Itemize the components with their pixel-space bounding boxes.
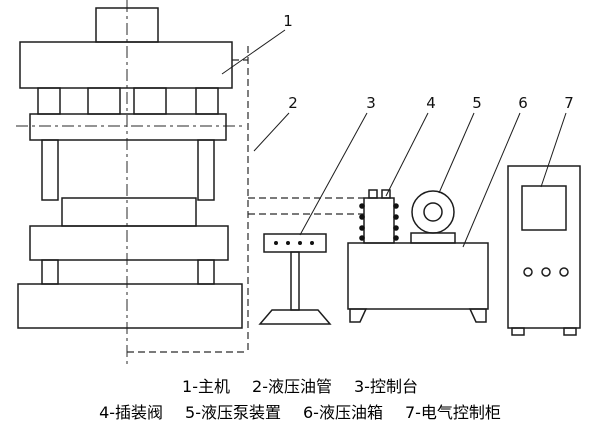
legend-item-3: 3-控制台 (353, 377, 418, 396)
leader-2 (253, 112, 290, 152)
leader-4 (385, 112, 429, 197)
press-ram-right (133, 87, 167, 115)
cabinet-button-icon (523, 267, 533, 277)
callout-number-7: 7 (564, 94, 574, 112)
press-right-column (197, 139, 215, 201)
cabinet-button-icon (541, 267, 551, 277)
main-press-drawing (17, 7, 243, 329)
callout-leaders (221, 29, 567, 248)
legend-item-7: 7-电气控制柜 (404, 403, 501, 422)
cabinet-right-foot (563, 327, 577, 336)
legend-item-2: 2-液压油管 (252, 377, 332, 396)
press-ram-left (87, 87, 121, 115)
valve-port-icon (359, 225, 365, 231)
tank-left-foot (349, 308, 368, 323)
press-mid-beam (29, 113, 227, 141)
electric-cabinet-drawing (507, 165, 581, 336)
console-button-icon (274, 241, 278, 245)
press-left-column (41, 139, 59, 201)
legend-line-2: 4-插装阀 5-液压泵装置 6-液压油箱 7-电气控制柜 (0, 400, 600, 426)
hydraulic-pipes (127, 46, 364, 353)
valve-port-icon (393, 203, 399, 209)
centerlines (16, 0, 242, 368)
legend-item-1: 1-主机 (182, 377, 231, 396)
valve-port-icon (359, 235, 365, 241)
callout-numbers: 1 2 3 4 5 6 7 (283, 12, 574, 112)
cabinet-screen (521, 185, 567, 231)
pump-base (410, 232, 456, 244)
press-moving-platen (61, 197, 197, 227)
valve-top-fitting (381, 189, 391, 199)
press-left-column-lower (41, 259, 59, 285)
leader-5 (438, 112, 475, 194)
valve-block-drawing (359, 189, 399, 244)
control-console-drawing (258, 233, 332, 325)
oil-tank-drawing (347, 242, 489, 323)
console-stem (290, 251, 300, 311)
valve-port-icon (359, 214, 365, 220)
callout-number-3: 3 (366, 94, 376, 112)
callout-number-6: 6 (518, 94, 528, 112)
callout-number-4: 4 (426, 94, 436, 112)
pump-motor-inner (423, 202, 443, 222)
pump-motor-outer (411, 190, 455, 234)
pump-drawing (410, 190, 456, 244)
valve-top-fitting (368, 189, 378, 199)
callout-number-1: 1 (283, 12, 293, 30)
cabinet-button-icon (559, 267, 569, 277)
legend-item-6: 6-液压油箱 (303, 403, 383, 422)
leader-1 (221, 29, 286, 75)
valve-port-icon (359, 203, 365, 209)
valve-port-icon (393, 235, 399, 241)
callout-number-5: 5 (472, 94, 482, 112)
press-right-column-lower (197, 259, 215, 285)
legend: 1-主机 2-液压油管 3-控制台 4-插装阀 5-液压泵装置 6-液压油箱 7-电气控制… (0, 374, 600, 426)
leader-3 (299, 112, 368, 236)
console-base (258, 309, 332, 325)
legend-item-4: 4-插装阀 (99, 403, 164, 422)
console-button-icon (286, 241, 290, 245)
cabinet-left-foot (511, 327, 525, 336)
tank-body (347, 242, 489, 310)
console-panel (263, 233, 327, 253)
tank-right-foot (468, 308, 487, 323)
legend-item-5: 5-液压泵装置 (185, 403, 281, 422)
console-button-icon (298, 241, 302, 245)
callout-number-2: 2 (288, 94, 298, 112)
press-bed-beam (29, 225, 229, 261)
press-right-column-upper (195, 87, 219, 115)
cabinet-body (507, 165, 581, 329)
legend-line-1: 1-主机 2-液压油管 3-控制台 (0, 374, 600, 400)
valve-port-icon (393, 225, 399, 231)
press-left-column-upper (37, 87, 61, 115)
valve-port-icon (393, 214, 399, 220)
leader-6 (462, 112, 521, 248)
press-base (17, 283, 243, 329)
leader-7 (540, 112, 567, 188)
press-top-beam (19, 41, 233, 89)
console-button-icon (310, 241, 314, 245)
valve-body (363, 197, 395, 244)
